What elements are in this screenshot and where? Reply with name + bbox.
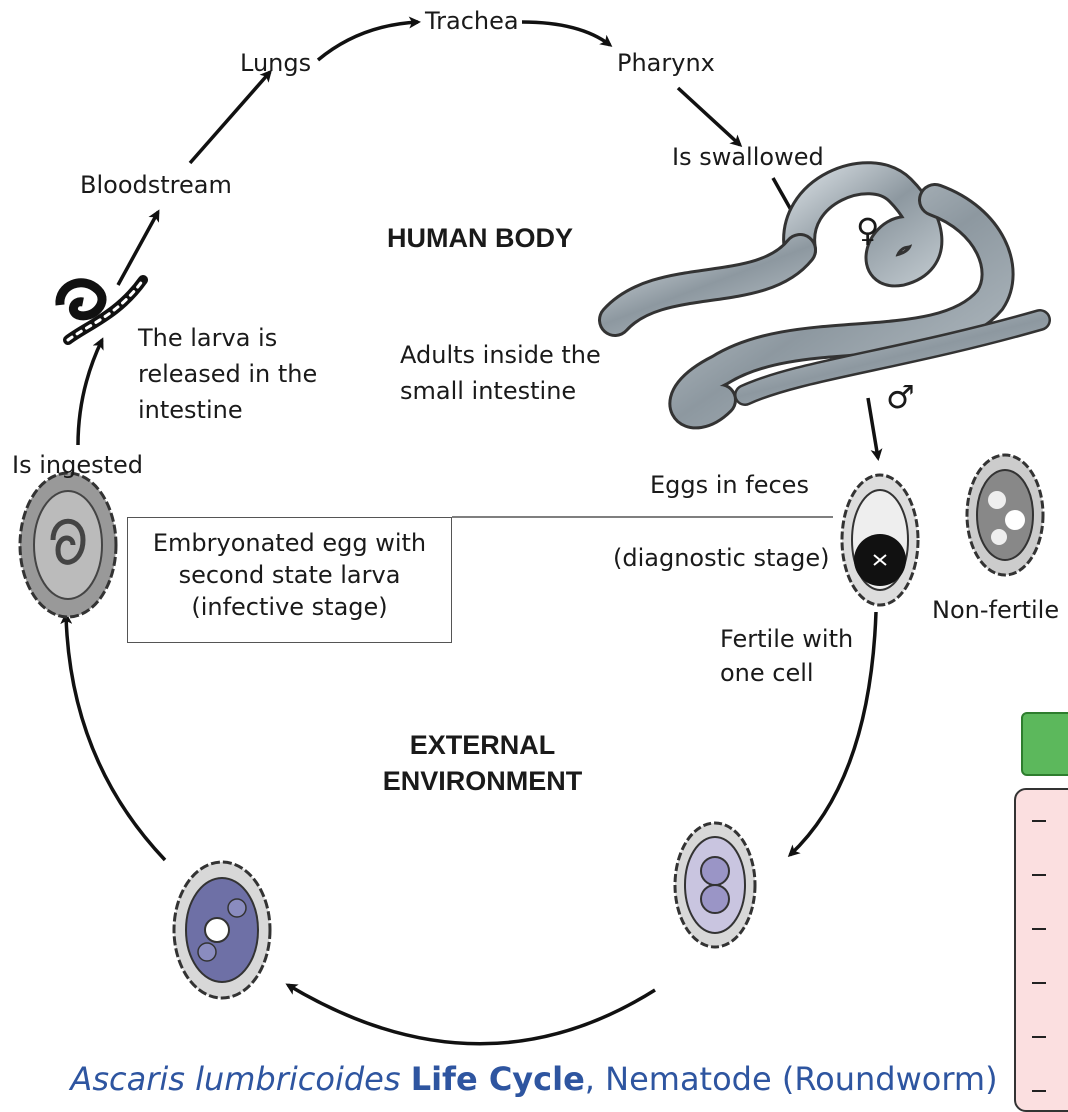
label-lungs: Lungs	[240, 48, 311, 78]
label-trachea: Trachea	[425, 6, 519, 36]
label-eggs-in-feces: Eggs in feces	[650, 470, 809, 500]
arrow-bloodstream-to-lungs	[190, 72, 270, 163]
label-diagnostic-stage: (diagnostic stage)	[613, 543, 830, 573]
arrow-embryonated-to-ingested	[66, 615, 165, 860]
adult-worms-icon	[615, 178, 1040, 412]
infective-stage-box: Embryonated egg with second state larva …	[127, 517, 452, 643]
figure-caption: Ascaris lumbricoides Life Cycle, Nematod…	[0, 1060, 1068, 1098]
label-adults-inside: Adults inside the small intestine	[400, 337, 640, 409]
arrow-fertile-to-embryonated	[288, 985, 655, 1044]
pink-panel-dash	[1032, 1090, 1046, 1092]
label-is-swallowed: Is swallowed	[672, 142, 824, 172]
pink-panel-dash	[1032, 874, 1046, 876]
arrow-trachea-to-pharynx	[522, 22, 610, 45]
pink-legend-panel	[1014, 788, 1068, 1112]
label-is-ingested: Is ingested	[12, 450, 143, 480]
non-fertile-egg-icon	[967, 455, 1043, 575]
male-symbol: ♂	[886, 382, 915, 412]
infobox-line2: second state larva	[128, 559, 451, 591]
section-external-line2: ENVIRONMENT	[355, 763, 610, 799]
section-external-environment: EXTERNAL ENVIRONMENT	[355, 727, 610, 799]
caption-species: Ascaris lumbricoides	[70, 1060, 400, 1098]
arrow-ingested-to-larva	[78, 340, 102, 445]
arrow-lungs-to-trachea	[318, 22, 418, 60]
pink-panel-dash	[1032, 928, 1046, 930]
label-pharynx: Pharynx	[617, 48, 715, 78]
caption-life-cycle: Life Cycle	[411, 1060, 585, 1098]
caption-rest: , Nematode (Roundworm)	[585, 1060, 998, 1098]
arrow-adults-to-eggs	[868, 398, 878, 458]
label-larva-released: The larva is released in the intestine	[138, 320, 318, 428]
ingested-egg-icon	[20, 473, 116, 617]
pink-panel-dash	[1032, 1036, 1046, 1038]
female-symbol: ♀	[856, 215, 879, 245]
arrow-pharynx-to-swallowed	[678, 88, 740, 145]
infobox-line3: (infective stage)	[128, 591, 451, 623]
larva-icon	[60, 280, 143, 340]
infobox-line1: Embryonated egg with	[128, 527, 451, 559]
green-legend-box	[1021, 712, 1068, 776]
two-cell-egg-icon	[675, 823, 755, 947]
fertile-egg-icon	[842, 475, 918, 605]
label-fertile-one-cell: Fertile with one cell	[720, 622, 870, 690]
section-human-body: HUMAN BODY	[355, 220, 605, 256]
arrow-larva-to-bloodstream	[118, 212, 158, 285]
pink-panel-dash	[1032, 982, 1046, 984]
embryonated-egg-icon	[174, 862, 270, 998]
section-external-line1: EXTERNAL	[355, 727, 610, 763]
label-bloodstream: Bloodstream	[80, 170, 232, 200]
label-non-fertile: Non-fertile	[932, 595, 1059, 625]
pink-panel-dash	[1032, 820, 1046, 822]
